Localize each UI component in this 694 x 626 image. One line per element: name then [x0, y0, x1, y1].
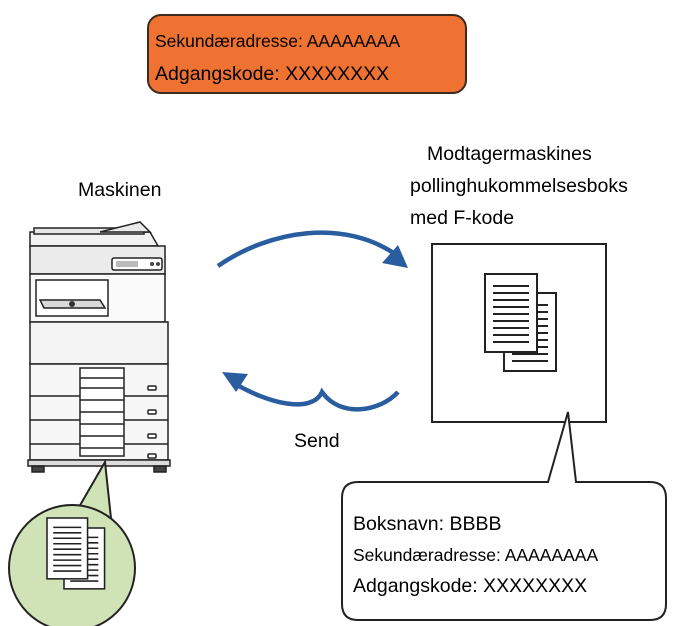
- password-text: Adgangskode: XXXXXXXX: [155, 63, 390, 85]
- arrow-to-machine: [222, 372, 400, 412]
- arrow-to-receiver: [216, 230, 408, 268]
- callout-secondary-address-text: Sekundæradresse: AAAAAAAA: [353, 545, 599, 565]
- send-label: Send: [294, 430, 340, 452]
- credentials-box: [147, 14, 467, 94]
- document-icon: [46, 517, 89, 580]
- secondary-address-text: Sekundæradresse: AAAAAAAA: [155, 31, 401, 51]
- printer-icon: [27, 221, 171, 473]
- machine-label: Maskinen: [78, 179, 162, 201]
- document-icon: [484, 273, 538, 353]
- mailbox-callout: [341, 411, 667, 621]
- receiver-label-line3: med F-kode: [410, 207, 515, 229]
- box-name-text: Boksnavn: BBBB: [353, 513, 502, 535]
- receiver-label-line1: Modtagermaskines: [427, 143, 592, 165]
- receiver-label-line2: pollinghukommelsesboks: [410, 175, 628, 197]
- callout-password-text: Adgangskode: XXXXXXXX: [353, 575, 588, 597]
